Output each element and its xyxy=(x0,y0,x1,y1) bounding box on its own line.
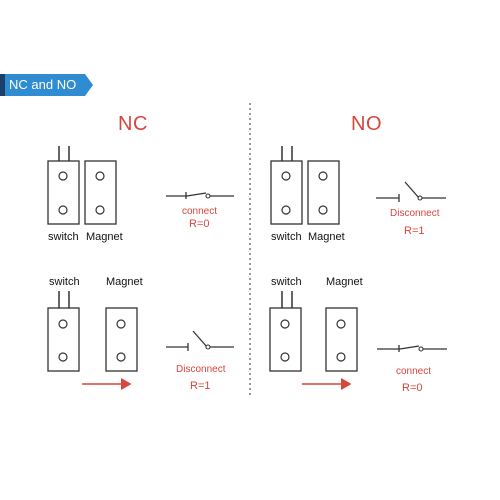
header-stripe xyxy=(0,74,5,96)
nc-upper-closed-switch-symbol xyxy=(166,192,234,199)
nc-upper-switch-label: switch xyxy=(48,231,79,243)
no-lower-magnet-label: Magnet xyxy=(326,276,363,288)
nc-lower-magnet-label: Magnet xyxy=(106,276,143,288)
no-upper-state: Disconnect xyxy=(390,208,440,219)
nc-lower-resistance: R=1 xyxy=(190,380,211,392)
no-lower-closed-switch-symbol xyxy=(377,345,447,352)
no-upper-open-switch-symbol xyxy=(376,181,446,202)
nc-lower-open-switch-symbol xyxy=(166,330,234,351)
no-lower-state: connect xyxy=(396,366,432,377)
nc-upper-magnet-label: Magnet xyxy=(86,231,123,243)
no-lower-switch-body xyxy=(269,291,302,372)
no-lower-switch-label: switch xyxy=(271,276,302,288)
section-header-tab: NC and NO xyxy=(0,74,93,96)
no-upper-magnet-label: Magnet xyxy=(308,231,345,243)
no-upper-switch-body xyxy=(270,146,303,225)
nc-upper-magnet-body xyxy=(84,160,117,225)
no-upper-magnet-body xyxy=(307,160,340,225)
nc-title: NC xyxy=(118,113,148,135)
nc-lower-switch-label: switch xyxy=(49,276,80,288)
no-lower-resistance: R=0 xyxy=(402,382,423,394)
nc-lower-switch-body xyxy=(47,291,80,372)
no-lower-magnet-body xyxy=(325,307,358,372)
section-header-title: NC and NO xyxy=(9,77,77,92)
nc-upper-switch-body xyxy=(47,146,80,225)
nc-upper-state: connect xyxy=(182,206,218,217)
no-upper-resistance: R=1 xyxy=(404,225,425,237)
nc-upper-resistance: R=0 xyxy=(189,218,210,230)
no-title: NO xyxy=(351,113,382,135)
nc-lower-magnet-body xyxy=(105,307,138,372)
no-upper-switch-label: switch xyxy=(271,231,302,243)
nc-lower-state: Disconnect xyxy=(176,364,226,375)
